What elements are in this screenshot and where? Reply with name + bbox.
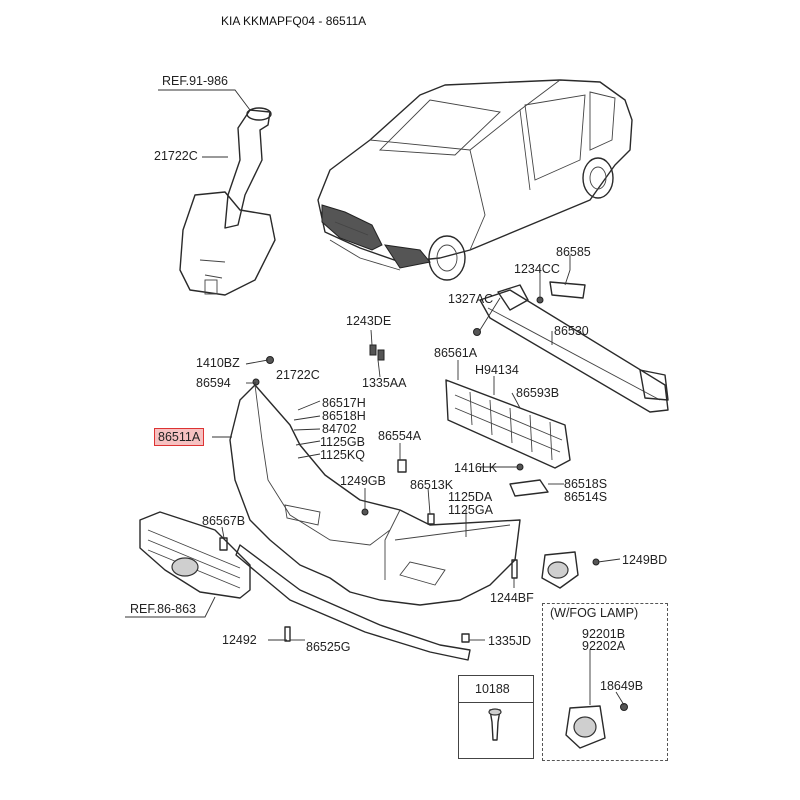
highlighted-part-label-86511a[interactable]: 86511A [154,428,205,446]
ref-label-91-986[interactable]: REF.91-986 [162,74,229,88]
part-label-1335aa[interactable]: 1335AA [362,376,407,390]
fog-lamp-option-box [542,603,668,761]
part-label-86530[interactable]: 86530 [554,324,589,338]
part-label-21722c-mid[interactable]: 21722C [276,368,320,382]
part-label-1335jd[interactable]: 1335JD [488,634,532,648]
radiator-grille-illustration [139,511,251,599]
part-label-1125kq[interactable]: 1125KQ [320,448,365,462]
part-label-1244bf[interactable]: 1244BF [490,591,534,605]
part-label-1125gb[interactable]: 1125GB [320,435,365,449]
part-label-86593b[interactable]: 86593B [516,386,560,400]
part-label-1243de[interactable]: 1243DE [346,314,392,328]
front-bumper-cover-illustration [229,384,521,606]
part-label-10188[interactable]: 10188 [475,682,510,696]
bumper-beam-illustration [479,281,669,413]
part-label-86518h[interactable]: 86518H [322,409,366,423]
part-label-86567b[interactable]: 86567B [202,514,246,528]
part-label-1249bd[interactable]: 1249BD [622,553,668,567]
leader-lines [125,89,625,706]
part-label-1125da[interactable]: 1125DA [448,490,493,504]
fog-lamp-illustration [541,551,606,749]
part-label-86525g[interactable]: 86525G [306,640,351,654]
part-label-86514s[interactable]: 86514S [564,490,608,504]
lower-lip-illustration [235,544,471,661]
part-label-1234cc[interactable]: 1234CC [514,262,560,276]
part-label-1125ga[interactable]: 1125GA [448,503,493,517]
lower-grille-illustration [445,379,571,469]
vehicle-illustration [317,79,633,281]
fog-lamp-option-title: (W/FOG LAMP) [550,606,639,620]
part-label-1410bz[interactable]: 1410BZ [196,356,240,370]
part-label-1249gb[interactable]: 1249GB [340,474,386,488]
part-label-92201b[interactable]: 92201B [582,627,626,641]
part-label-86517h[interactable]: 86517H [322,396,366,410]
part-label-86585[interactable]: 86585 [556,245,591,259]
part-label-1416lk[interactable]: 1416LK [454,461,498,475]
part-label-86594[interactable]: 86594 [196,376,231,390]
part-label-1327ac[interactable]: 1327AC [448,292,494,306]
part-label-92202a[interactable]: 92202A [582,639,626,653]
page-title: KIA KKMAPFQ04 - 86511A [221,14,367,28]
part-label-h94134[interactable]: H94134 [475,363,519,377]
ref-label-86-863[interactable]: REF.86-863 [130,602,197,616]
part-label-21722c-top[interactable]: 21722C [154,149,198,163]
part-label-18649b[interactable]: 18649B [600,679,644,693]
part-box-10188 [458,675,534,759]
part-label-84702[interactable]: 84702 [322,422,357,436]
part-label-86513k[interactable]: 86513K [410,478,454,492]
part-label-12492[interactable]: 12492 [222,633,257,647]
part-label-86554a[interactable]: 86554A [378,429,422,443]
part-label-86561a[interactable]: 86561A [434,346,478,360]
washer-reservoir-illustration [179,107,276,296]
part-label-86518s[interactable]: 86518S [564,477,608,491]
